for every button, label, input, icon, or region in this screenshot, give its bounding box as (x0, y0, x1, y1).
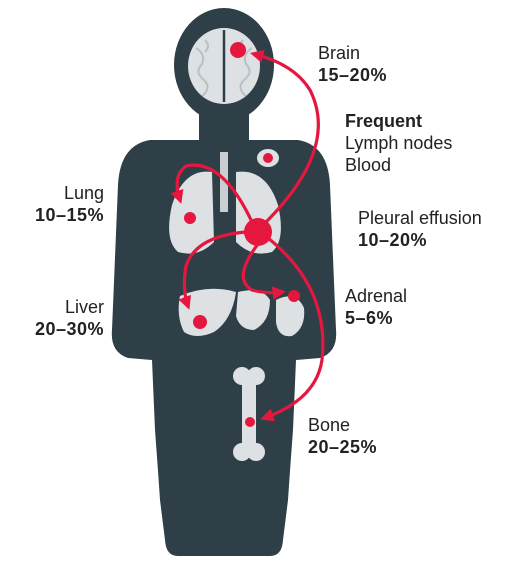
lung-metastasis-dot (184, 212, 196, 224)
bone-name: Bone (308, 414, 377, 436)
adrenal-name: Adrenal (345, 285, 407, 307)
liver-name: Liver (10, 296, 104, 318)
bone-label: Bone 20–25% (308, 414, 377, 458)
adrenal-percent: 5–6% (345, 307, 407, 329)
frequent-item-lymph-nodes: Lymph nodes (345, 132, 452, 154)
adrenal-metastasis-dot (288, 290, 300, 302)
brain-name: Brain (318, 42, 387, 64)
bone-metastasis-dot (245, 417, 255, 427)
brain-metastasis-dot (230, 42, 246, 58)
liver-metastasis-dot (193, 315, 207, 329)
brain-label: Brain 15–20% (318, 42, 387, 86)
frequent-item-blood: Blood (345, 154, 452, 176)
lung-name: Lung (14, 182, 104, 204)
frequent-sites-label: Frequent Lymph nodes Blood (345, 110, 452, 176)
pleural-effusion-percent: 10–20% (358, 229, 482, 251)
lung-label: Lung 10–15% (14, 182, 104, 226)
lung-percent: 10–15% (14, 204, 104, 226)
pleural-effusion-label: Pleural effusion 10–20% (358, 207, 482, 251)
liver-percent: 20–30% (10, 318, 104, 340)
frequent-heading: Frequent (345, 110, 452, 132)
liver-label: Liver 20–30% (10, 296, 104, 340)
brain-percent: 15–20% (318, 64, 387, 86)
brain-organ (188, 28, 260, 104)
adrenal-label: Adrenal 5–6% (345, 285, 407, 329)
neck-shape (199, 110, 249, 140)
bone-percent: 20–25% (308, 436, 377, 458)
lymph-node-dot (263, 153, 273, 163)
pleural-effusion-name: Pleural effusion (358, 207, 482, 229)
